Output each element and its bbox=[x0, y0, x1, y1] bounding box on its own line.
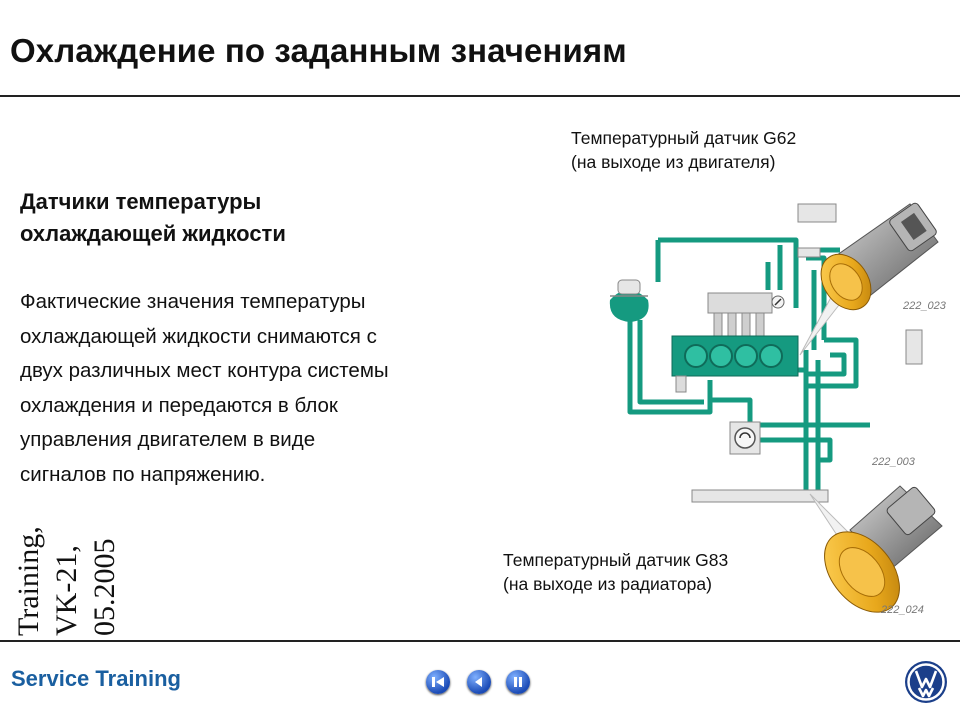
side-label-line: 05.2005 bbox=[88, 538, 121, 637]
body-line: двух различных мест контура системы bbox=[20, 359, 389, 383]
caption-line: (на выходе из двигателя) bbox=[571, 152, 776, 172]
vw-logo bbox=[905, 661, 947, 703]
body-paragraph: Фактические значения температуры охлажда… bbox=[20, 285, 465, 493]
header-divider bbox=[0, 95, 960, 97]
sensor-g83-caption: Температурный датчик G83 (на выходе из р… bbox=[503, 548, 728, 596]
subtitle-line: Датчики температуры bbox=[20, 189, 262, 214]
cooling-circuit-diagram bbox=[609, 202, 943, 613]
back-icon bbox=[475, 677, 482, 687]
valve-box-icon bbox=[905, 329, 923, 365]
expansion-tank-icon bbox=[609, 279, 649, 322]
coolant-pump-icon bbox=[729, 421, 761, 455]
rewind-icon bbox=[432, 677, 444, 687]
footer-brand: Service Training bbox=[11, 666, 181, 691]
code-label-top-sensor: 222_023 bbox=[903, 300, 946, 312]
valve-box-icon bbox=[691, 489, 829, 503]
training-side-label: Training, VK-21, 05.2005 bbox=[10, 506, 121, 636]
valve-box-icon bbox=[797, 247, 821, 258]
body-line: охлаждения и передаются в блок bbox=[20, 393, 338, 417]
intake-manifold-icon bbox=[707, 292, 785, 338]
subtitle-line: охлаждающей жидкости bbox=[20, 221, 286, 246]
body-line: сигналов по напряжению. bbox=[20, 462, 266, 486]
pause-icon bbox=[514, 677, 522, 687]
sensor-g62-caption: Температурный датчик G62 (на выходе из д… bbox=[571, 126, 796, 174]
body-line: охлаждающей жидкости снимаются с bbox=[20, 324, 377, 348]
rewind-button[interactable] bbox=[426, 670, 450, 694]
caption-line: (на выходе из радиатора) bbox=[503, 574, 712, 594]
valve-box-icon bbox=[797, 203, 837, 223]
body-line: Фактические значения температуры bbox=[20, 290, 366, 313]
side-label-line: Training, bbox=[12, 526, 45, 636]
code-label-circuit: 222_003 bbox=[872, 456, 915, 468]
side-label-line: VK-21, bbox=[50, 545, 83, 636]
caption-line: Температурный датчик G62 bbox=[571, 128, 797, 148]
section-subtitle: Датчики температуры охлаждающей жидкости bbox=[20, 186, 440, 250]
code-label-bottom-sensor: 222_024 bbox=[881, 604, 924, 616]
g83-sensor-icon bbox=[809, 485, 943, 613]
engine-block-icon bbox=[671, 335, 799, 393]
footer-divider bbox=[0, 640, 960, 642]
back-button[interactable] bbox=[467, 670, 491, 694]
page-title: Охлаждение по заданным значениям bbox=[10, 32, 627, 69]
pause-button[interactable] bbox=[506, 670, 530, 694]
body-line: управления двигателем в виде bbox=[20, 428, 316, 452]
g62-sensor-icon bbox=[799, 202, 939, 356]
caption-line: Температурный датчик G83 bbox=[503, 550, 729, 570]
